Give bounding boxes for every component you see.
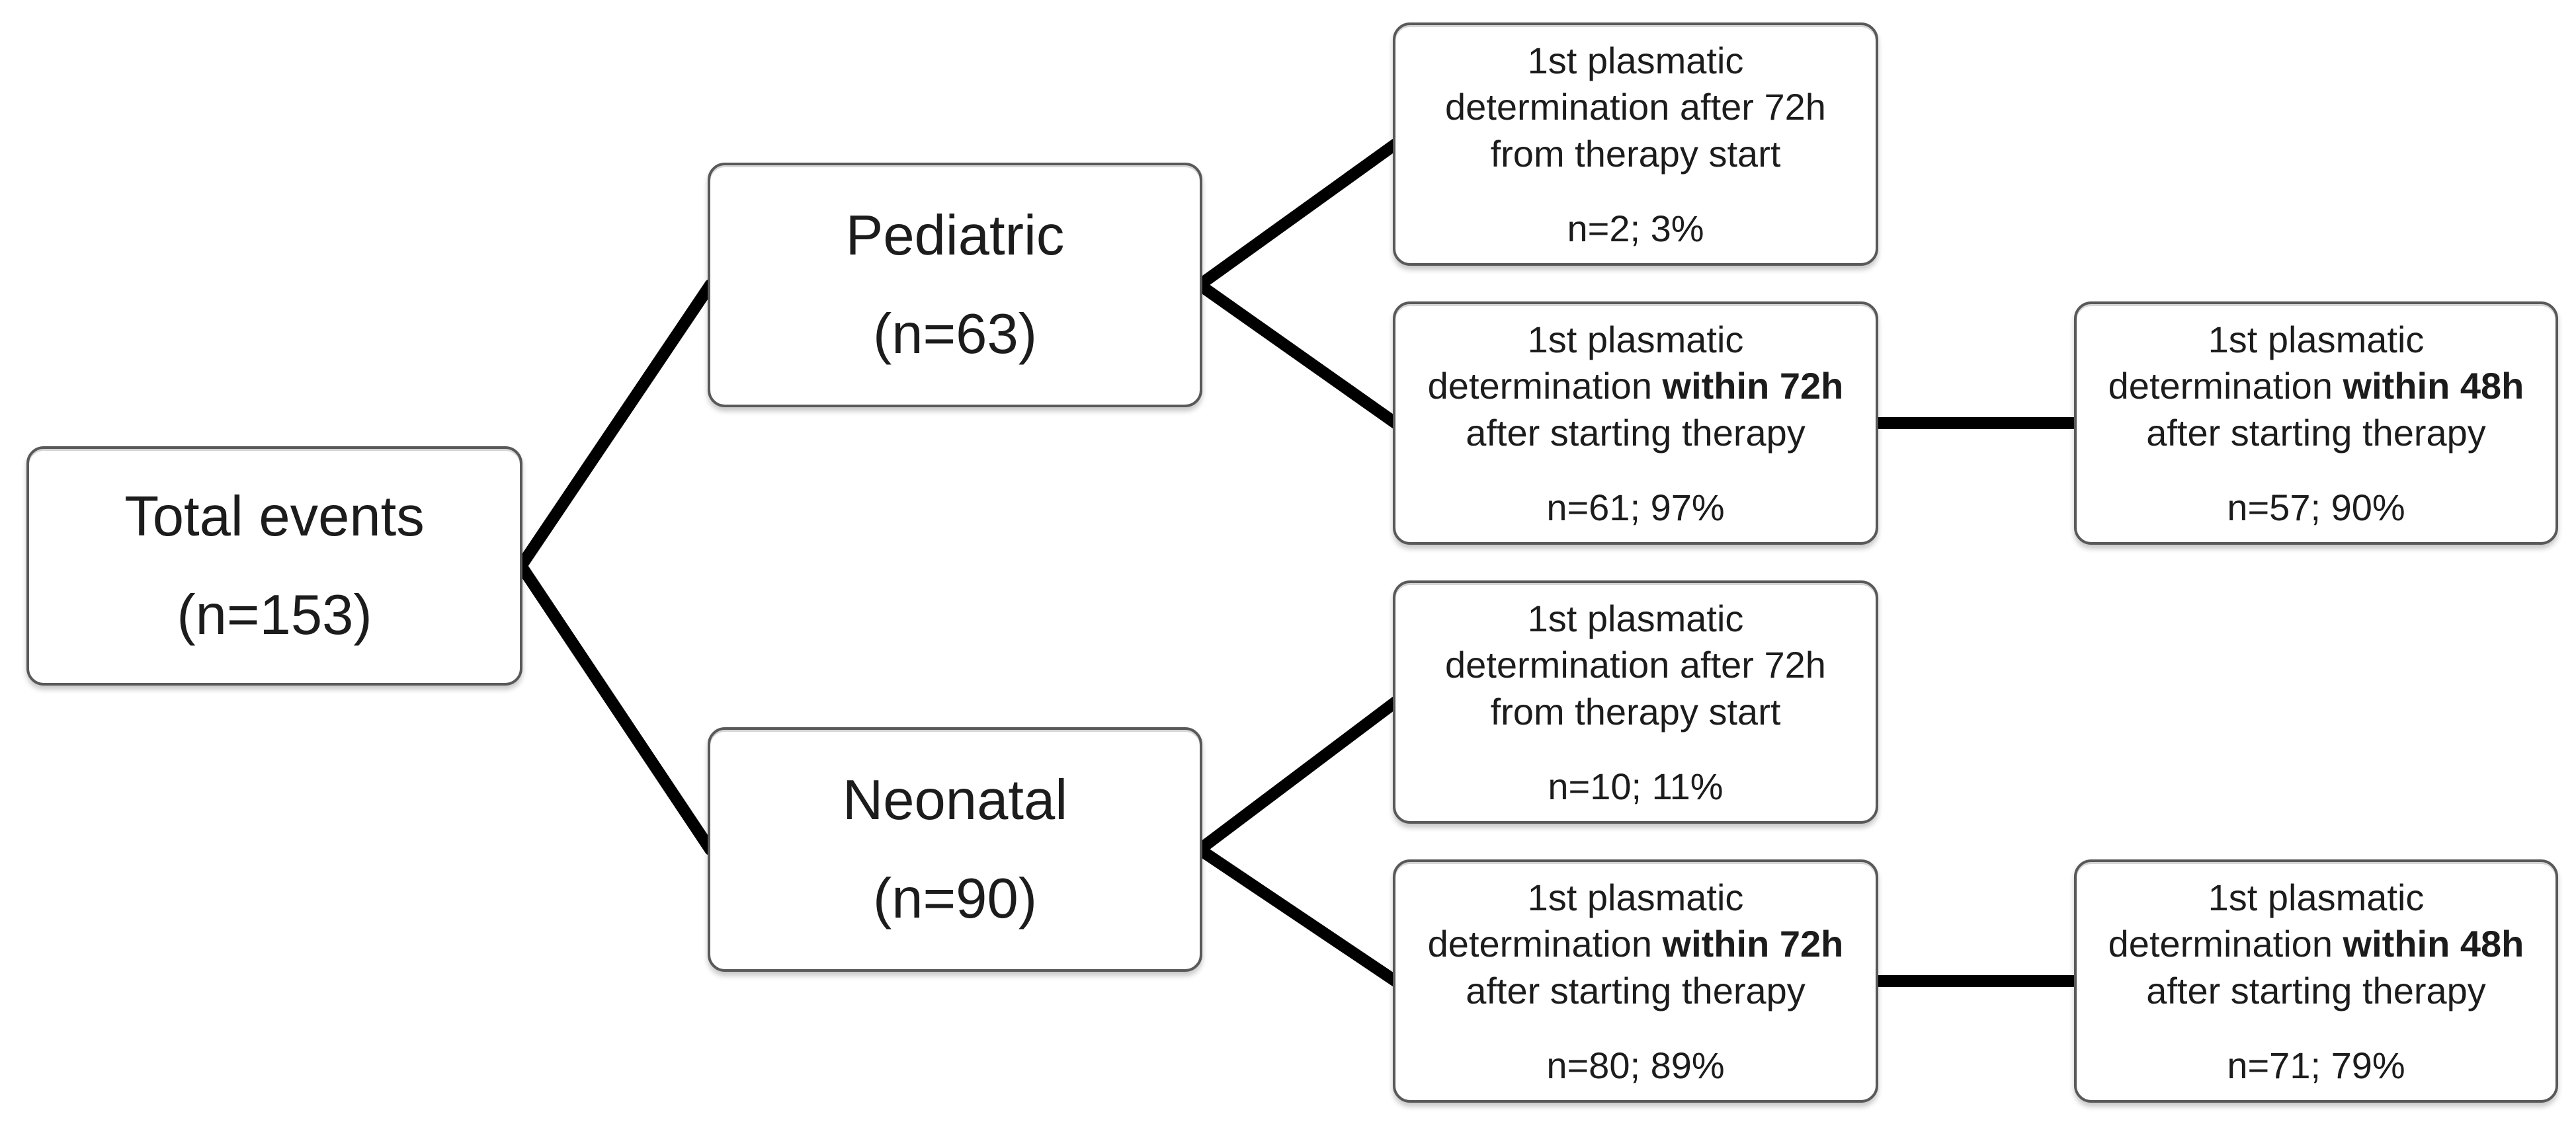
box-neonatal-within-48h: 1st plasmatic determination within 48h a… (2074, 859, 2558, 1103)
box-count: (n=63) (872, 303, 1038, 366)
box-line-text: determination after 72h (1445, 644, 1826, 686)
box-neonatal-within-72h: 1st plasmatic determination within 72h a… (1393, 859, 1878, 1103)
box-line: 1st plasmatic (1527, 876, 1744, 918)
edge-neonatal-within72 (1194, 844, 1401, 987)
box-line-bold-text: within 72h (1662, 923, 1844, 965)
box-line: from therapy start (1490, 132, 1781, 175)
edge-neonatal-after72 (1194, 696, 1401, 855)
box-line-text: determination (1427, 923, 1663, 965)
box-line: after starting therapy (2146, 969, 2486, 1011)
box-line: determination within 48h (2108, 363, 2524, 410)
edge-total-neonatal (515, 560, 716, 855)
box-stat: n=80; 89% (1546, 1045, 1725, 1087)
box-line: after starting therapy (1466, 969, 1806, 1011)
box-line: after starting therapy (2146, 411, 2486, 454)
box-line: from therapy start (1490, 690, 1781, 732)
box-count: (n=90) (872, 867, 1038, 930)
box-line-text: determination (1427, 365, 1663, 407)
box-line: 1st plasmatic (1527, 597, 1744, 639)
box-neonatal-after-72h: 1st plasmatic determination after 72h fr… (1393, 580, 1878, 824)
box-line: 1st plasmatic (1527, 39, 1744, 81)
edge-pediatric-after72 (1194, 138, 1401, 291)
box-line-bold-text: within 48h (2343, 365, 2524, 407)
box-line: 1st plasmatic (2208, 876, 2425, 918)
box-line: 1st plasmatic (1527, 318, 1744, 360)
box-title: Pediatric (845, 204, 1065, 267)
box-line-text: determination (2108, 923, 2343, 965)
box-count: (n=153) (177, 584, 372, 647)
box-neonatal: Neonatal (n=90) (708, 727, 1202, 972)
box-line-bold-text: within 72h (1662, 365, 1844, 407)
box-stat: n=57; 90% (2227, 487, 2405, 529)
box-title: Neonatal (842, 768, 1068, 832)
box-line-text: determination (2108, 365, 2343, 407)
box-title: Total events (124, 485, 425, 548)
box-line: determination within 48h (2108, 921, 2524, 968)
edge-total-pediatric (515, 279, 716, 572)
box-stat: n=2; 3% (1567, 208, 1704, 250)
box-total-events: Total events (n=153) (26, 446, 522, 686)
box-line: after starting therapy (1466, 411, 1806, 454)
box-stat: n=71; 79% (2227, 1045, 2405, 1087)
edge-pediatric-within72 (1194, 279, 1401, 429)
box-line: determination within 72h (1428, 363, 1844, 410)
box-pediatric-within-48h: 1st plasmatic determination within 48h a… (2074, 301, 2558, 545)
box-line-bold-text: within 48h (2343, 923, 2524, 965)
box-stat: n=10; 11% (1548, 766, 1724, 808)
box-pediatric-within-72h: 1st plasmatic determination within 72h a… (1393, 301, 1878, 545)
box-line: determination within 72h (1428, 921, 1844, 968)
box-line-text: determination after 72h (1445, 86, 1826, 128)
box-stat: n=61; 97% (1546, 487, 1725, 529)
box-line: 1st plasmatic (2208, 318, 2425, 360)
box-pediatric: Pediatric (n=63) (708, 163, 1202, 407)
box-line: determination after 72h (1445, 642, 1826, 689)
box-pediatric-after-72h: 1st plasmatic determination after 72h fr… (1393, 22, 1878, 266)
box-line: determination after 72h (1445, 84, 1826, 131)
